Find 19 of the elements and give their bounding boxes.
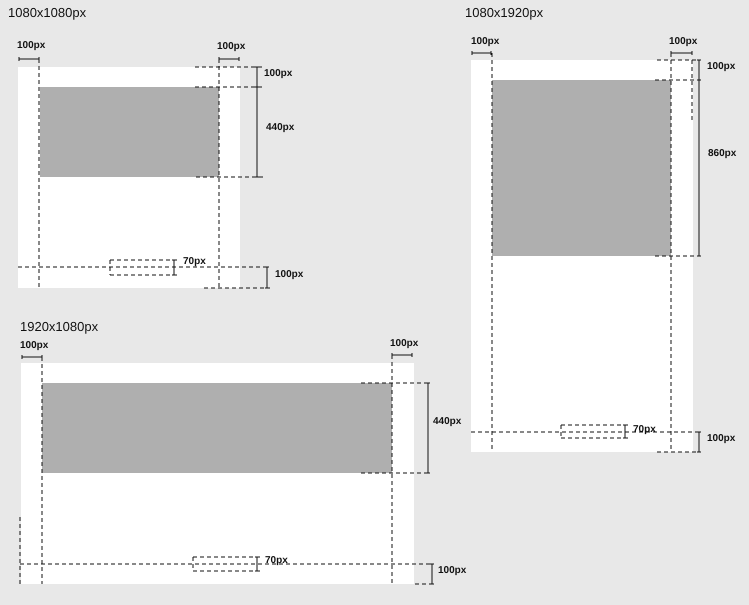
dimension-label: 100px bbox=[471, 36, 500, 47]
dimension-label: 860px bbox=[708, 148, 736, 159]
dimension-label: 100px bbox=[390, 338, 418, 349]
dimension-label: 100px bbox=[20, 340, 48, 351]
dimension-label: 440px bbox=[266, 122, 294, 133]
dimension-label: 100px bbox=[17, 40, 46, 51]
dimension-label: 100px bbox=[264, 68, 292, 79]
dimension-label: 100px bbox=[707, 61, 736, 72]
format-title: 1080x1920px bbox=[465, 5, 544, 20]
format-title: 1920x1080px bbox=[20, 319, 98, 334]
dimension-label: 100px bbox=[707, 433, 736, 444]
dimension-label: 70px bbox=[265, 555, 288, 566]
dimension-label: 100px bbox=[217, 41, 246, 52]
dimension-label: 440px bbox=[433, 416, 462, 427]
dimension-label: 100px bbox=[669, 36, 698, 47]
dimension-label: 70px bbox=[183, 256, 206, 267]
dimension-label: 100px bbox=[438, 565, 466, 576]
format-title: 1080x1080px bbox=[8, 5, 86, 20]
dimension-label: 100px bbox=[275, 269, 304, 280]
